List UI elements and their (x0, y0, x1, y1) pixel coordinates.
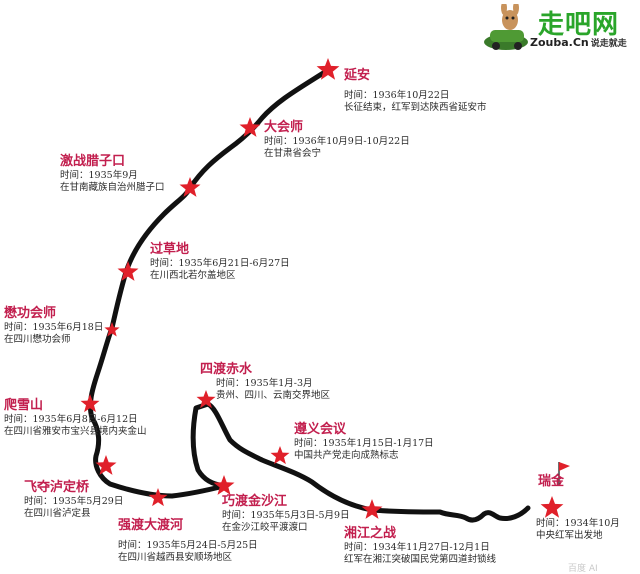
star-marker-maogong (104, 322, 120, 337)
event-desc: 在川西北若尔盖地区 (150, 270, 236, 282)
event-label-lazikou: 激战腊子口 时间：1935年9月 在甘南藏族自治州腊子口 (60, 154, 165, 194)
event-time: 时间：1935年9月 (60, 170, 138, 182)
mascot-car-icon (484, 4, 528, 50)
event-desc: 中国共产党走向成熟标志 (294, 450, 399, 462)
event-label-yanan: 延安 时间：1936年10月22日 长征结束，红军到达陕西省延安市 (344, 68, 487, 114)
star-marker-caodi (117, 261, 139, 281)
event-desc: 在甘肃省会宁 (264, 148, 322, 160)
event-label-jinsha: 巧渡金沙江 时间：1935年5月3日-5月9日 在金沙江皎平渡渡口 (222, 494, 350, 534)
event-title: 巧渡金沙江 (222, 494, 288, 509)
star-marker-zunyi (270, 446, 290, 465)
event-label-chishui: 四渡赤水 时间：1935年1月-3月 贵州、四川、云南交界地区 (200, 362, 330, 402)
flag-icon (558, 462, 570, 486)
star-marker-jinsha (213, 475, 235, 495)
event-time: 时间：1936年10月9日-10月22日 (264, 136, 410, 148)
star-marker-dahuishi (239, 117, 261, 137)
event-desc: 长征结束，红军到达陕西省延安市 (344, 102, 487, 114)
event-label-xiangjiang: 湘江之战 时间：1934年11月27日-12月1日 红军在湘江突破国民党第四道封… (344, 526, 496, 566)
star-marker-dadu (148, 488, 168, 507)
event-title: 过草地 (150, 242, 190, 257)
star-marker-lazikou (179, 177, 201, 197)
event-title: 懋功会师 (4, 306, 57, 321)
event-title: 爬雪山 (4, 398, 44, 413)
event-time: 时间：1936年10月22日 (344, 90, 450, 102)
event-title: 遵义会议 (294, 422, 347, 437)
watermark: 百度 AI (568, 564, 598, 574)
logo-brand-text: 走吧网 (538, 10, 620, 40)
event-title: 瑞金 (538, 474, 565, 489)
long-march-route-line (87, 67, 531, 523)
star-marker-luding (95, 455, 117, 475)
event-time: 时间：1935年6月21日-6月27日 (150, 258, 290, 270)
event-desc: 在甘南藏族自治州腊子口 (60, 182, 165, 194)
event-time: 时间：1934年10月 (536, 518, 620, 529)
event-title: 大会师 (264, 120, 304, 135)
star-marker-xiangjiang (361, 499, 383, 519)
event-desc: 在四川省雅安市宝兴县境内夹金山 (4, 426, 147, 438)
event-desc: 在四川省越西县安顺场地区 (118, 552, 233, 564)
event-time: 时间：1935年6月8日-6月12日 (4, 414, 138, 426)
event-label-maogong: 懋功会师 时间：1935年6月18日 在四川懋功会师 (4, 306, 103, 346)
star-marker-xueshan (80, 394, 100, 413)
event-desc: 贵州、四川、云南交界地区 (216, 390, 331, 402)
event-desc: 在四川懋功会师 (4, 334, 71, 346)
event-title: 湘江之战 (344, 526, 397, 541)
event-time: 时间：1935年5月3日-5月9日 (222, 510, 350, 522)
event-title: 激战腊子口 (60, 154, 126, 169)
logo-slogan: 说走就走 (590, 39, 627, 49)
star-marker-yanan (316, 58, 340, 80)
event-title: 延安 (344, 68, 371, 83)
event-label-dahuishi: 大会师 时间：1936年10月9日-10月22日 在甘肃省会宁 (264, 120, 410, 160)
event-desc: 红军在湘江突破国民党第四道封锁线 (344, 554, 497, 566)
event-label-dadu: 强渡大渡河 时间：1935年5月24日-5月25日 在四川省越西县安顺场地区 (118, 518, 258, 564)
event-label-ruijin: 瑞金 (538, 474, 564, 490)
event-time: 时间：1935年5月24日-5月25日 (118, 540, 258, 552)
event-label-xueshan: 爬雪山 时间：1935年6月8日-6月12日 在四川省雅安市宝兴县境内夹金山 (4, 398, 147, 438)
event-desc: 在四川省泸定县 (24, 508, 91, 520)
star-marker-chishui (196, 390, 216, 409)
event-time: 时间：1935年1月15日-1月17日 (294, 438, 434, 450)
event-title: 飞夺泸定桥 (24, 480, 90, 495)
event-title: 强渡大渡河 (118, 518, 184, 533)
event-time: 时间：1935年5月29日 (24, 496, 124, 508)
event-label-ruijin-detail: 时间：1934年10月 中央红军出发地 (536, 518, 620, 542)
event-label-luding: 飞夺泸定桥 时间：1935年5月29日 在四川省泸定县 (24, 480, 123, 520)
event-label-caodi: 过草地 时间：1935年6月21日-6月27日 在川西北若尔盖地区 (150, 242, 290, 282)
star-marker-ruijin (540, 496, 564, 518)
event-desc: 中央红军出发地 (536, 529, 603, 541)
event-desc: 在金沙江皎平渡渡口 (222, 522, 308, 534)
event-label-zunyi: 遵义会议 时间：1935年1月15日-1月17日 中国共产党走向成熟标志 (294, 422, 434, 462)
event-time: 时间：1935年6月18日 (4, 322, 104, 334)
event-time: 时间：1934年11月27日-12月1日 (344, 542, 490, 554)
event-time: 时间：1935年1月-3月 (216, 378, 313, 390)
event-title: 四渡赤水 (200, 362, 253, 377)
